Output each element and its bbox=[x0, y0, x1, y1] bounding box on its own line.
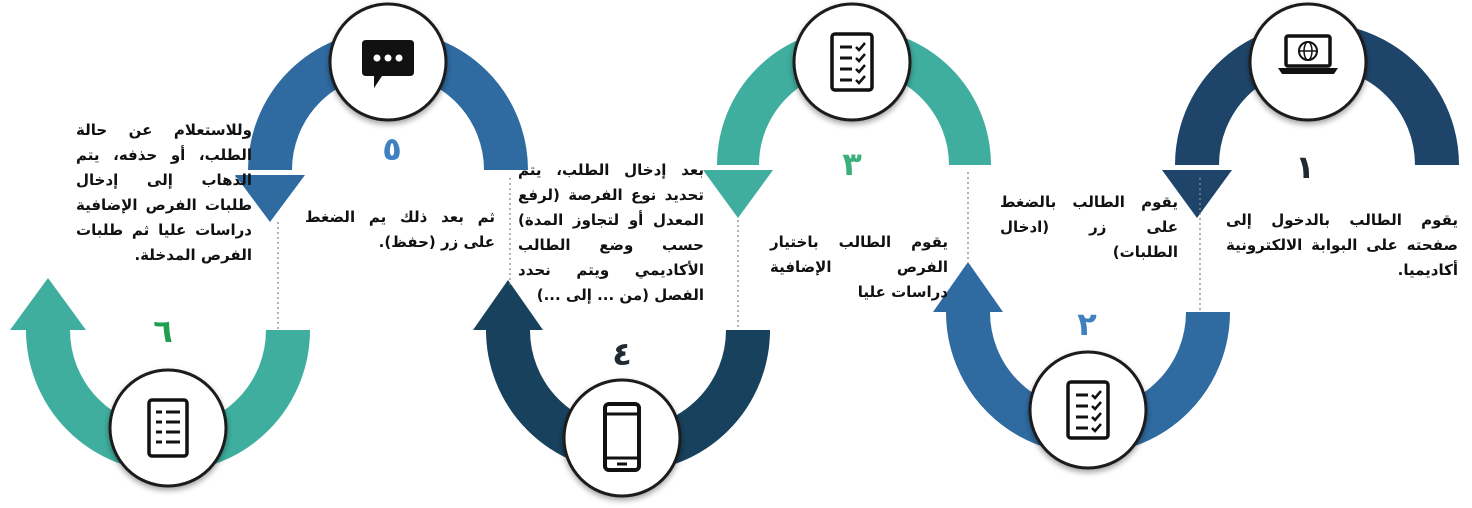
step-number-6: ٦ bbox=[153, 312, 173, 350]
circle-step-3 bbox=[792, 2, 912, 122]
checklist-icon bbox=[1066, 380, 1110, 440]
step-text-6: وللاستعلام عن حالة الطلب، أو حذفه، يتم ا… bbox=[76, 121, 252, 264]
list-document-icon bbox=[147, 398, 189, 458]
step-number-2: ٢ bbox=[1077, 305, 1097, 343]
step-text-4: بعد إدخال الطلب، يتم تحديد نوع الفرصة (ل… bbox=[518, 161, 704, 304]
chat-bubble-icon bbox=[362, 40, 414, 88]
circle-step-5 bbox=[328, 2, 448, 122]
laptop-globe-icon bbox=[1278, 34, 1338, 74]
step-text-3: يقوم الطالب باختيار الفرص الإضافية دراسا… bbox=[770, 233, 948, 301]
circle-step-4 bbox=[562, 378, 682, 498]
step-text-1: يقوم الطالب بالدخول إلى صفحته على البواب… bbox=[1226, 211, 1458, 279]
step-number-3: ٣ bbox=[842, 145, 862, 183]
circle-step-1 bbox=[1248, 2, 1368, 122]
step-number-5: ٥ bbox=[382, 130, 402, 168]
circle-step-6 bbox=[108, 368, 228, 488]
step-number-4: ٤ bbox=[612, 335, 632, 373]
step-text-2: يقوم الطالب بالضغط على زر (ادخال الطلبات… bbox=[1000, 193, 1178, 261]
circle-step-2 bbox=[1028, 350, 1148, 470]
checklist-icon bbox=[830, 32, 874, 92]
step-text-5: ثم بعد ذلك يم الضغط على زر (حفظ). bbox=[305, 208, 495, 251]
dotted-connectors bbox=[277, 172, 1201, 330]
step-number-1: ١ bbox=[1295, 148, 1315, 186]
mobile-phone-icon bbox=[603, 402, 641, 472]
